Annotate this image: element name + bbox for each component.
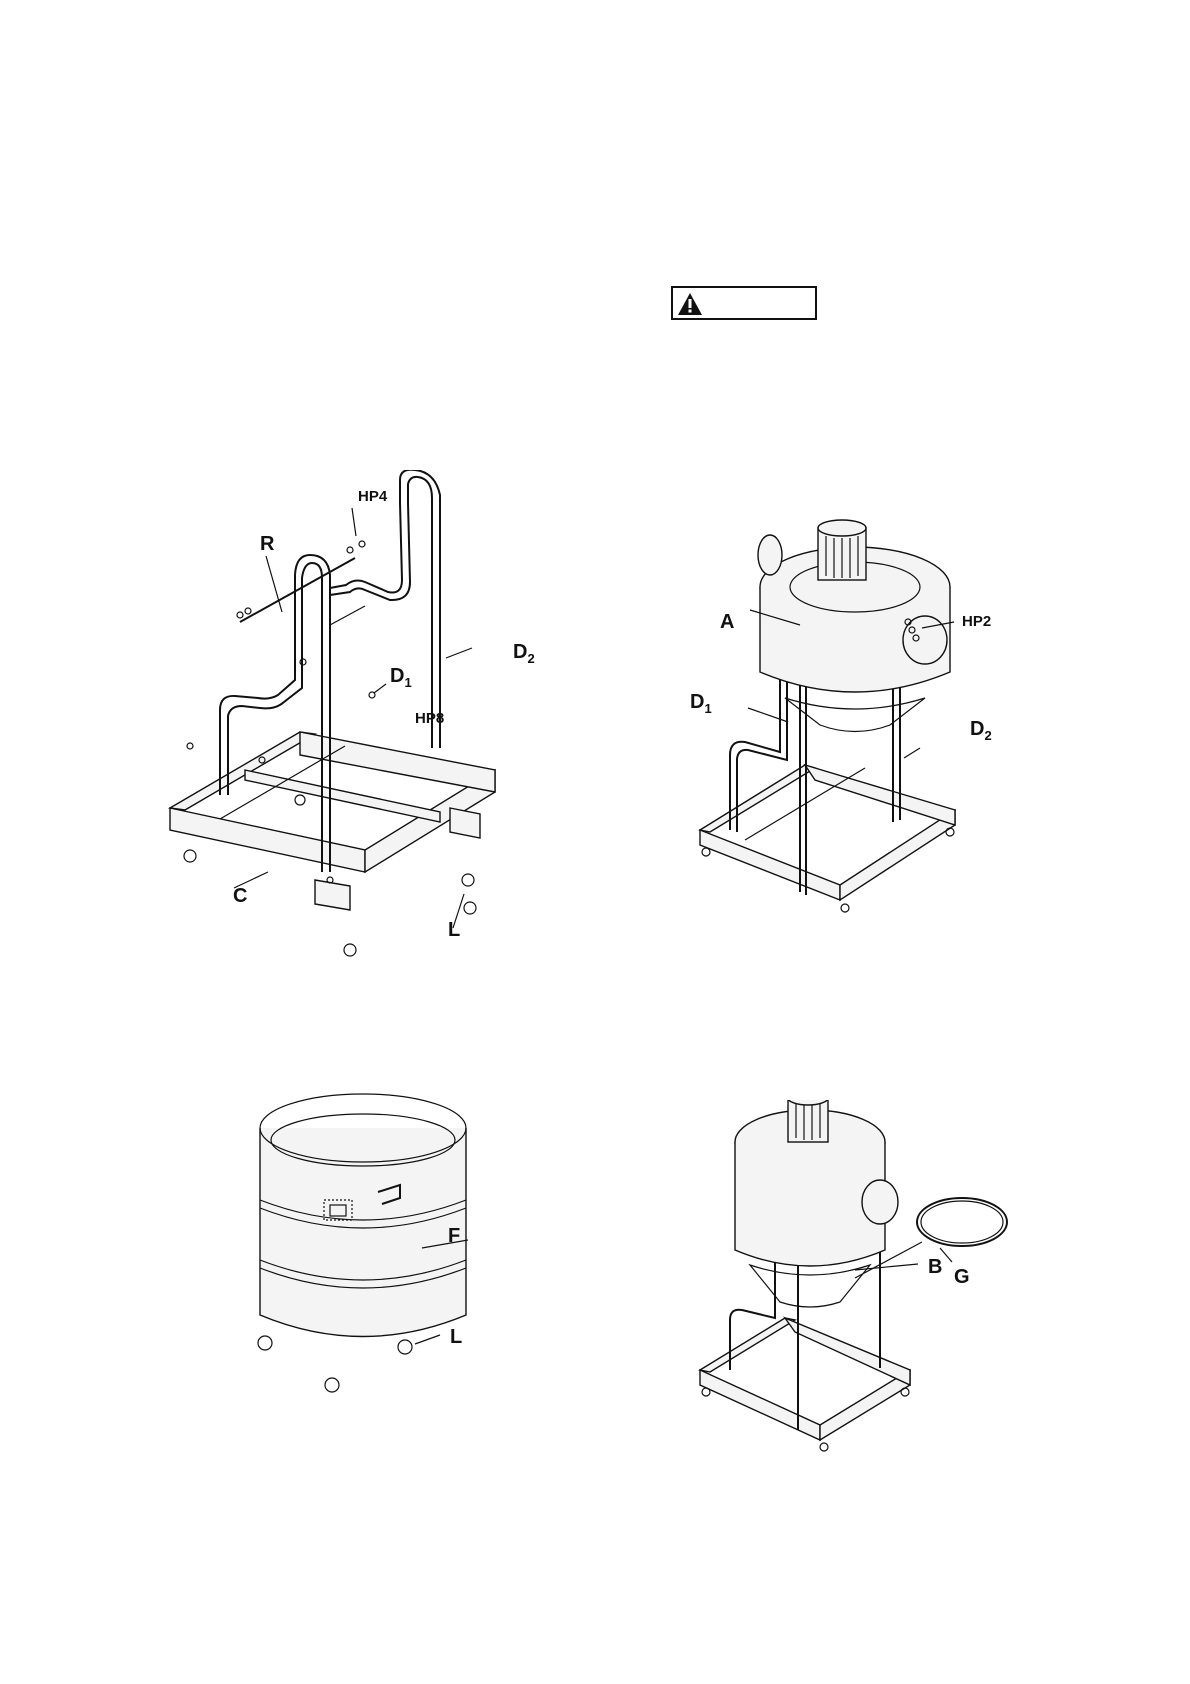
label-g: G xyxy=(954,1266,970,1288)
warning-box xyxy=(671,286,817,320)
base-frame xyxy=(170,732,495,910)
rod-r xyxy=(240,558,355,622)
drum-casters xyxy=(258,1336,412,1392)
label-c: C xyxy=(233,885,247,907)
cyclone-body xyxy=(758,520,950,732)
upright-d2 xyxy=(400,470,440,748)
label-l: L xyxy=(448,919,460,941)
label-d1: D1 xyxy=(690,691,712,716)
collector-mounted-figure: A HP2 D1 D2 xyxy=(690,500,1030,940)
label-hp4: HP4 xyxy=(358,488,388,505)
drum-figure: F L xyxy=(240,1090,510,1420)
clamp-ring-figure: B G xyxy=(690,1100,1020,1480)
label-d2: D2 xyxy=(513,641,535,666)
label-hp2: HP2 xyxy=(962,613,991,630)
label-a: A xyxy=(720,611,734,633)
warning-triangle-icon xyxy=(677,291,703,317)
label-r: R xyxy=(260,533,275,555)
label-f: F xyxy=(448,1225,460,1247)
stand-assembly-figure: R HP4 D1 D2 HP8 C L xyxy=(150,470,570,970)
label-hp8: HP8 xyxy=(415,710,444,727)
label-b: B xyxy=(928,1256,942,1278)
dust-drum xyxy=(260,1094,466,1337)
clamp-ring-g xyxy=(917,1198,1007,1246)
label-l: L xyxy=(450,1326,462,1348)
label-d2: D2 xyxy=(970,718,992,743)
label-d1: D1 xyxy=(390,665,412,690)
